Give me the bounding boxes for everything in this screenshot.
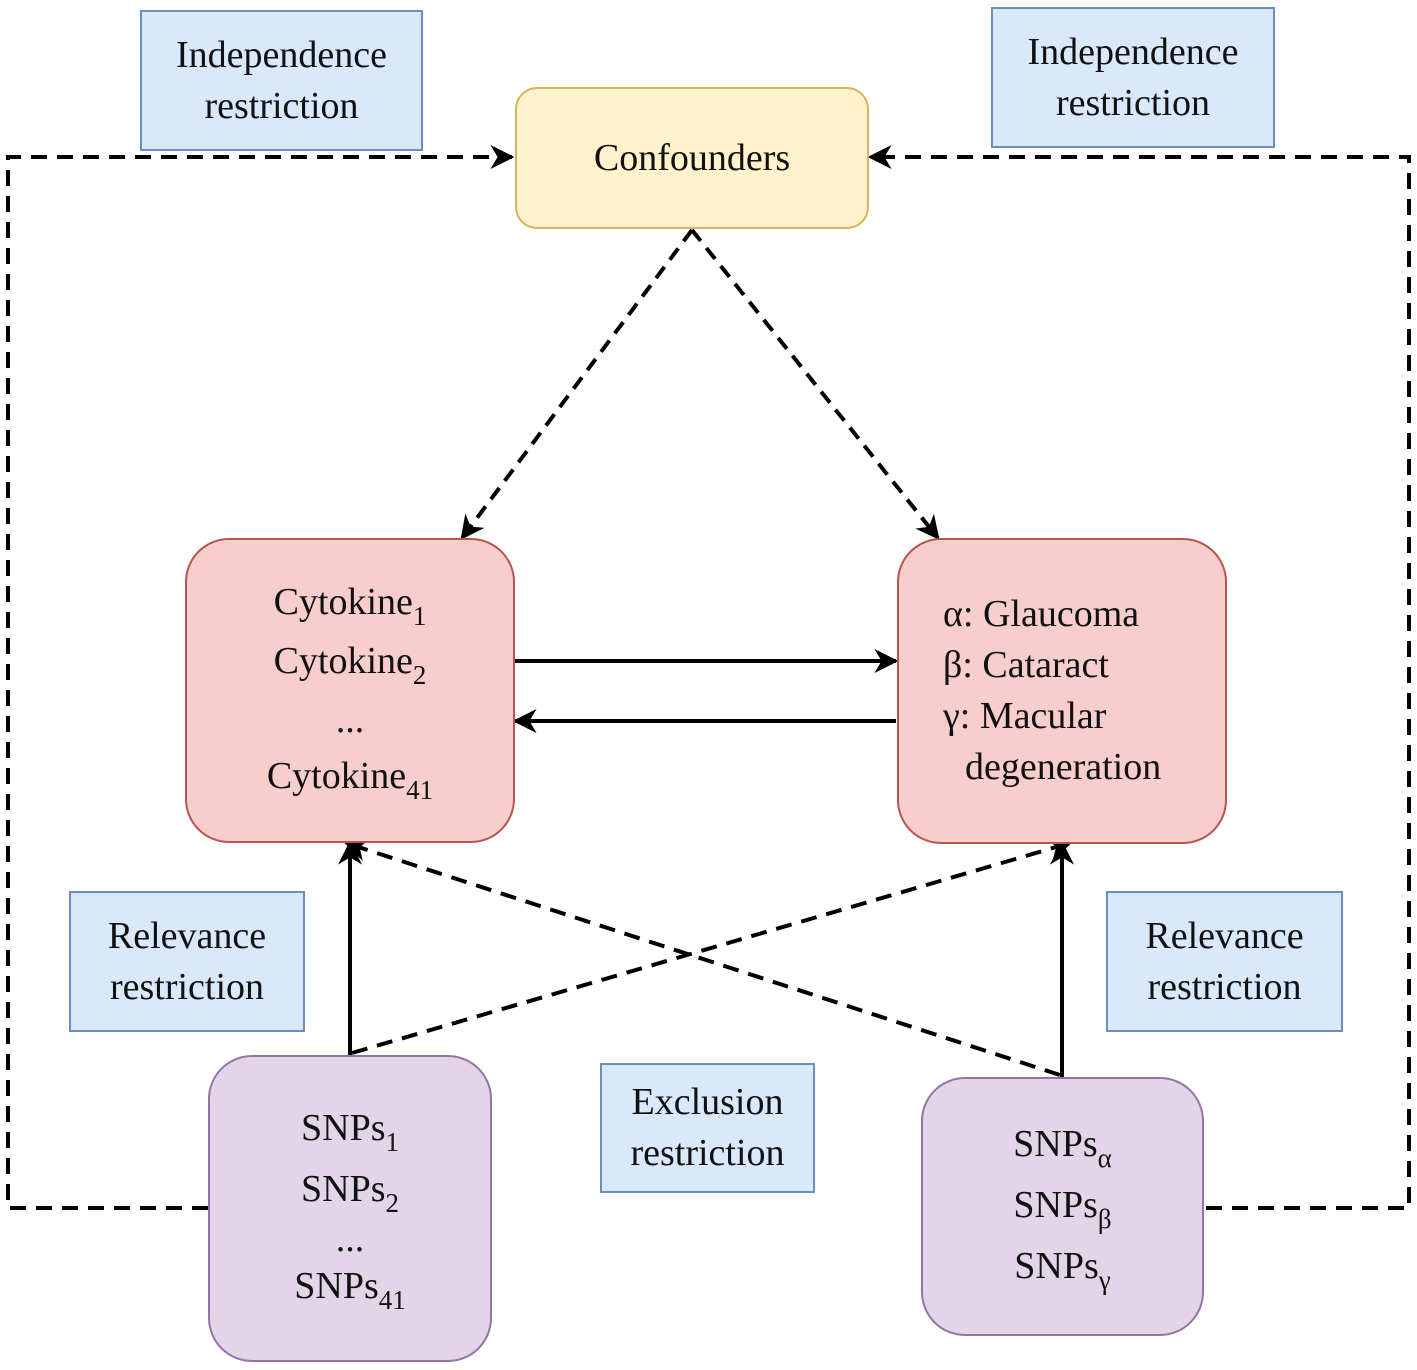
snp-line: SNPsγ [1014, 1245, 1111, 1295]
cytokine-node: Cytokine1 Cytokine2 ... Cytokine41 [185, 538, 515, 843]
label-line: Exclusion [631, 1081, 784, 1123]
disease-line: β: Cataract [943, 644, 1109, 686]
exclusion-arrow-right-to-left [343, 838, 1061, 1077]
label-line: restriction [630, 1132, 785, 1174]
cytokine-line: Cytokine2 [273, 640, 427, 690]
snp-line: SNPs41 [294, 1265, 406, 1315]
cytokine-line: Cytokine1 [273, 581, 427, 631]
label-line: restriction [204, 84, 359, 127]
confounder-to-disease-arrow [690, 228, 940, 540]
confounders-node: Confounders [515, 87, 869, 229]
label-line: restriction [1147, 965, 1302, 1008]
independence-path-right [867, 145, 1411, 1210]
exclusion-restriction-label: Exclusion restriction [600, 1063, 815, 1193]
label-line: restriction [109, 965, 265, 1008]
cytokine-line: Cytokine41 [266, 755, 434, 805]
snps-cytokine-node: SNPs1 SNPs2 ... SNPs41 [208, 1055, 492, 1362]
label-line: Independence [1027, 30, 1239, 73]
snp-line: SNPsα [1013, 1123, 1112, 1173]
confounder-to-cytokine-arrow [460, 228, 694, 540]
snps-disease-node: SNPsα SNPsβ SNPsγ [921, 1077, 1204, 1336]
snp-line: SNPsβ [1013, 1184, 1112, 1234]
relevance-restriction-left-label: Relevance restriction [69, 891, 305, 1032]
snp-line: SNPs2 [301, 1168, 399, 1218]
label-line: restriction [1055, 81, 1211, 124]
disease-line: degeneration [965, 746, 1162, 788]
cytokine-line: ... [335, 699, 365, 741]
independence-restriction-left-label: Independence restriction [140, 10, 423, 151]
label-line: Relevance [107, 914, 267, 957]
relevance-restriction-right-label: Relevance restriction [1106, 891, 1343, 1032]
snp-line: ... [335, 1218, 365, 1260]
disease-line: α: Glaucoma [943, 593, 1140, 635]
label-line: Independence [176, 33, 387, 76]
exclusion-arrow-left-to-right [351, 837, 1073, 1055]
independence-restriction-right-label: Independence restriction [991, 7, 1275, 148]
label-line: Relevance [1145, 914, 1304, 957]
disease-node: α: Glaucoma β: Cataract γ: Macular degen… [897, 538, 1227, 844]
confounders-label: Confounders [593, 137, 791, 179]
snp-line: SNPs1 [301, 1107, 399, 1157]
disease-line: γ: Macular [943, 695, 1107, 737]
